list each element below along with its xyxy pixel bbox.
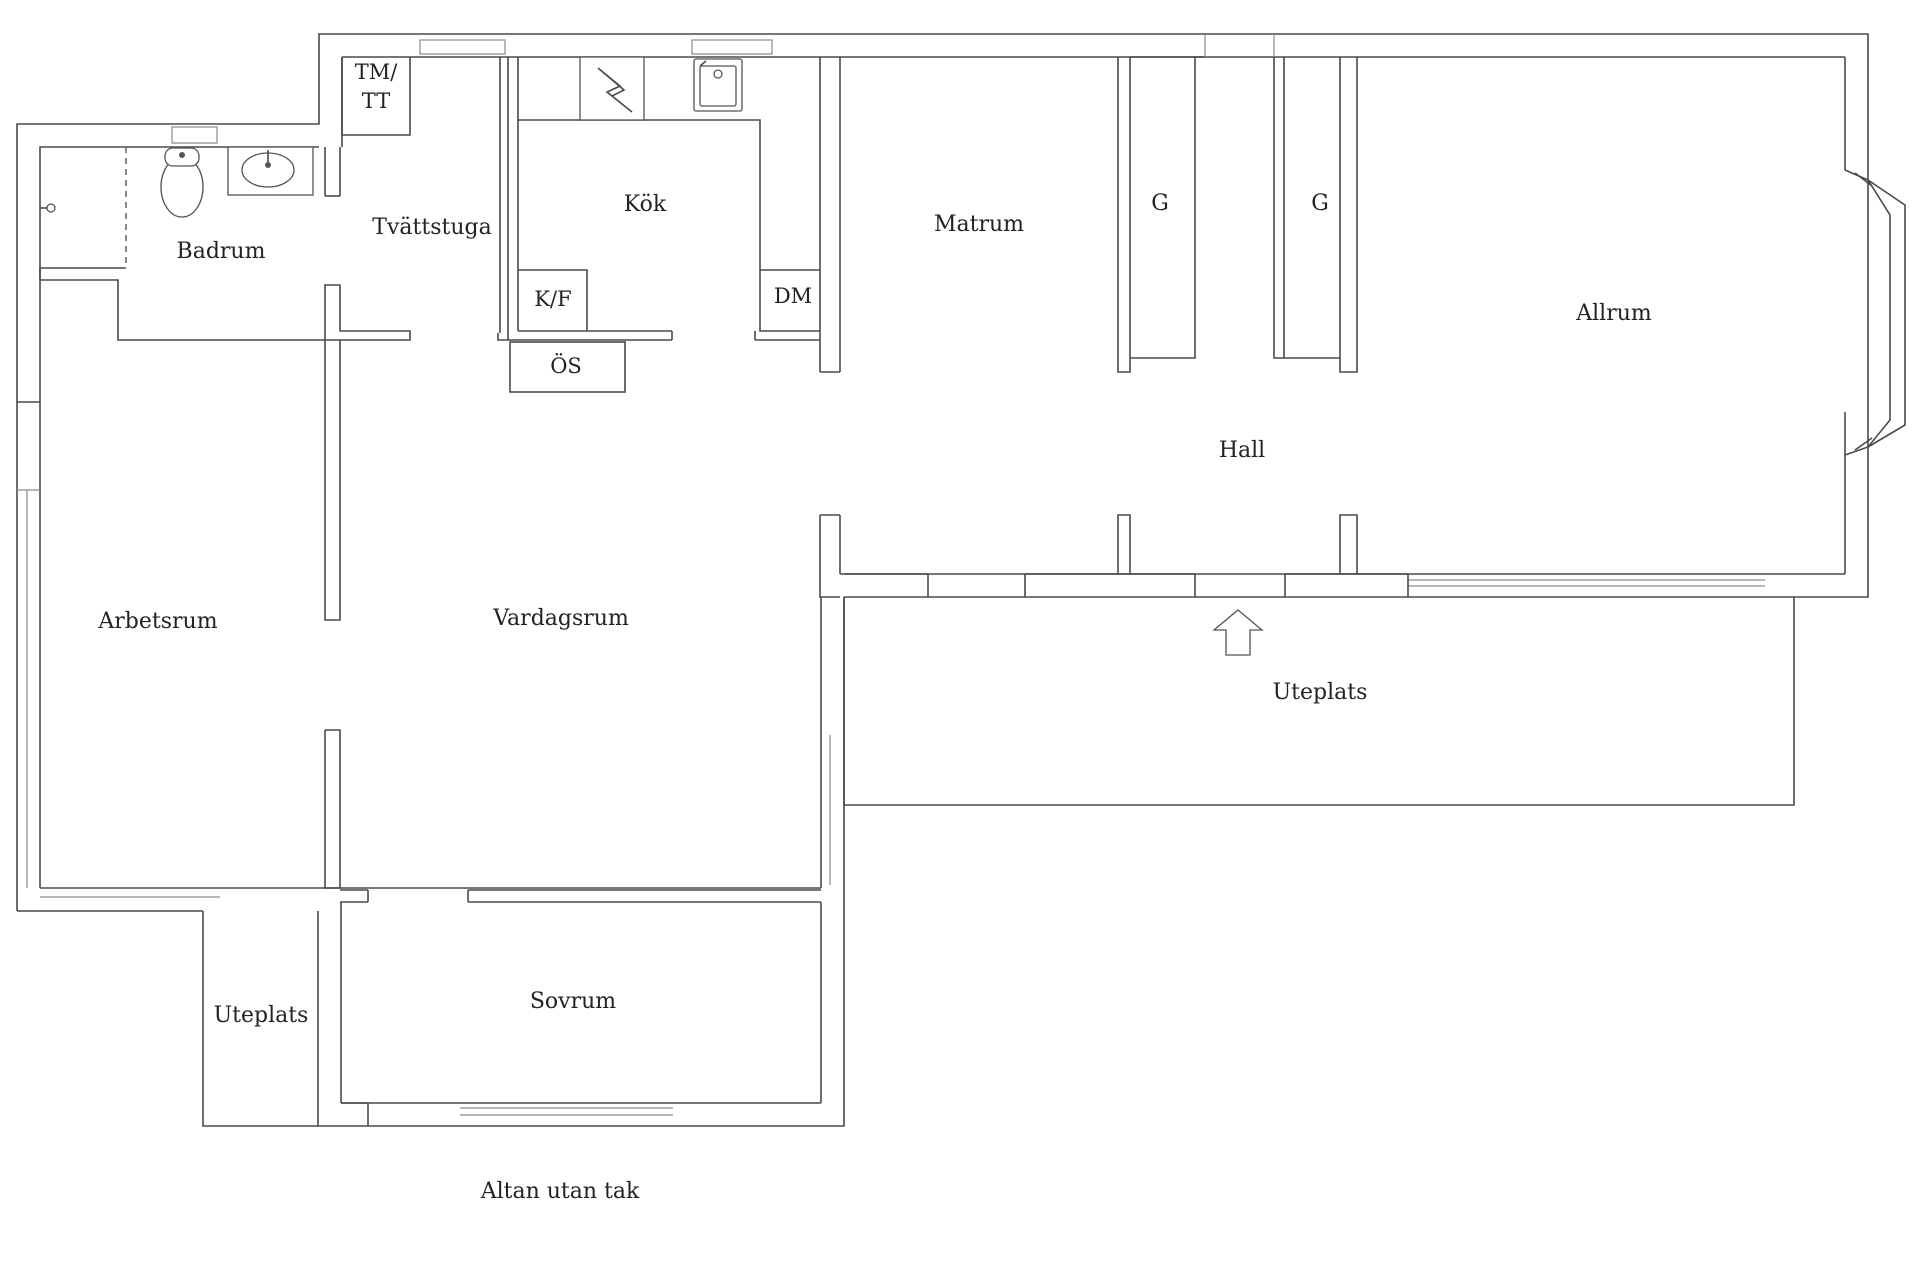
label-tvattstuga: Tvättstuga	[372, 215, 491, 240]
label-dm: DM	[774, 284, 812, 308]
label-allrum: Allrum	[1575, 301, 1652, 326]
label-hall: Hall	[1219, 438, 1265, 463]
outer-walls	[16, 33, 1906, 1127]
label-altan: Altan utan tak	[480, 1179, 640, 1204]
label-os: ÖS	[550, 353, 582, 378]
sink-icon	[227, 146, 314, 196]
shower-icon	[40, 203, 56, 213]
label-tm-line1: TM/	[355, 60, 399, 84]
label-badrum: Badrum	[177, 239, 266, 264]
windows	[171, 34, 1275, 144]
label-kok: Kök	[624, 192, 667, 217]
label-tm-line2: TT	[362, 89, 390, 113]
label-g1: G	[1151, 191, 1169, 216]
label-kf: K/F	[534, 287, 571, 311]
label-matrum: Matrum	[934, 212, 1024, 237]
label-vardagsrum: Vardagsrum	[492, 606, 629, 631]
entrance-arrow-icon	[1212, 609, 1264, 656]
stove-icon	[579, 56, 645, 121]
label-uteplats-right: Uteplats	[1273, 680, 1368, 705]
terraces	[843, 597, 1795, 806]
toilet-icon	[160, 147, 204, 218]
interior-walls	[39, 56, 1409, 1127]
label-arbetsrum: Arbetsrum	[97, 609, 217, 634]
kitchen-sink-icon	[693, 58, 743, 112]
label-sovrum: Sovrum	[530, 989, 616, 1014]
label-g2: G	[1311, 191, 1329, 216]
label-uteplats-left: Uteplats	[214, 1003, 309, 1028]
